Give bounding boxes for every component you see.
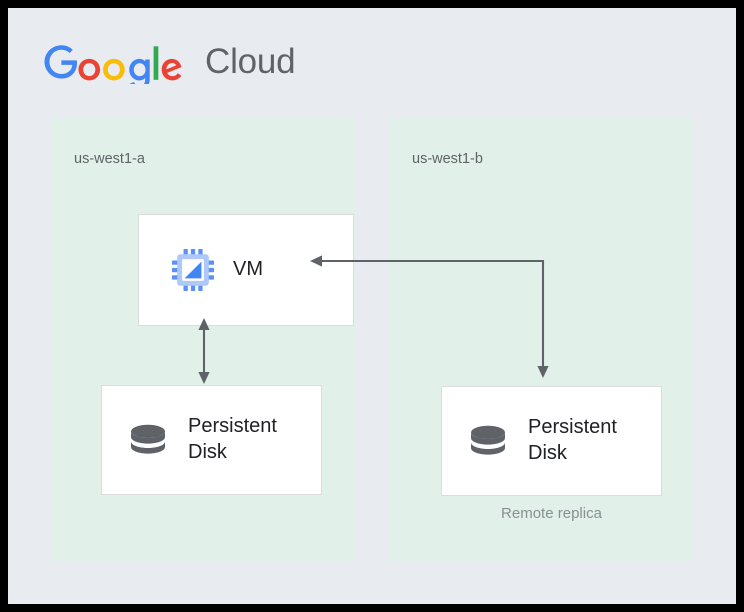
zone-us-west1-b: us-west1-b Persistent Disk Remote replic… — [390, 117, 693, 562]
cpu-chip-icon — [171, 248, 215, 292]
node-vm[interactable]: VM — [138, 214, 354, 326]
database-disk-icon — [126, 418, 170, 462]
node-vm-label: VM — [233, 258, 263, 281]
cloud-wordmark-text: Cloud — [205, 41, 296, 81]
remote-replica-caption: Remote replica — [501, 505, 602, 522]
zone-us-west1-a: us-west1-a — [52, 117, 355, 562]
google-cloud-logo: Cloud — [41, 38, 296, 84]
zone-us-west1-b-label: us-west1-b — [412, 151, 483, 167]
node-persistent-disk-replica-label: Persistent Disk — [528, 416, 617, 464]
zone-us-west1-a-label: us-west1-a — [74, 151, 145, 167]
database-disk-icon — [466, 419, 510, 463]
node-persistent-disk-primary-label: Persistent Disk — [188, 415, 277, 463]
node-persistent-disk-replica[interactable]: Persistent Disk — [441, 386, 662, 496]
node-persistent-disk-primary[interactable]: Persistent Disk — [101, 385, 322, 495]
google-wordmark-icon — [41, 38, 193, 84]
diagram-canvas: Cloud us-west1-a — [8, 8, 736, 604]
